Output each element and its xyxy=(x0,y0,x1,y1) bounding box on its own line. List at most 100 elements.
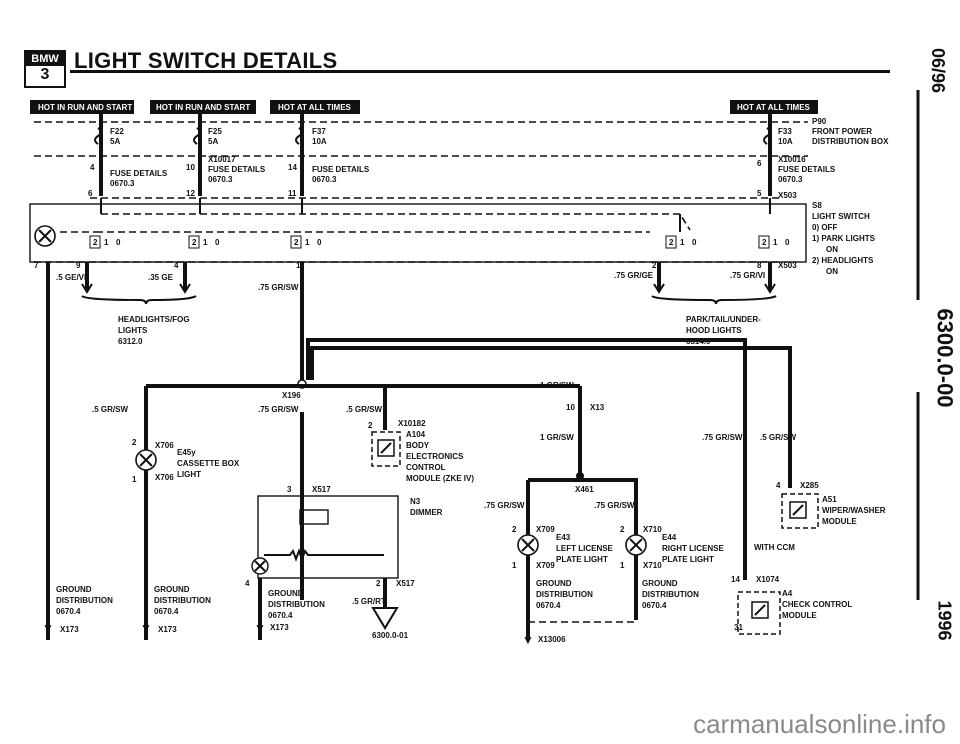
svg-text:X706: X706 xyxy=(155,473,174,482)
svg-text:0: 0 xyxy=(785,238,790,247)
hot-bar-2: HOT IN RUN AND START xyxy=(150,100,256,114)
svg-text:.75 GR/SW: .75 GR/SW xyxy=(484,501,525,510)
bmw-logo: BMW 3 xyxy=(24,50,66,88)
svg-text:X517: X517 xyxy=(396,579,415,588)
hot-bar-3: HOT AT ALL TIMES xyxy=(270,100,360,114)
svg-text:DISTRIBUTION: DISTRIBUTION xyxy=(268,600,325,609)
svg-text:E45y: E45y xyxy=(177,448,196,457)
switch-contacts: 2 1 0 2 1 0 2 1 0 2 1 0 2 1 0 xyxy=(89,235,790,249)
svg-text:9: 9 xyxy=(76,261,81,270)
svg-text:10: 10 xyxy=(186,163,195,172)
watermark: carmanualsonline.info xyxy=(693,709,946,739)
svg-text:0: 0 xyxy=(215,238,220,247)
svg-text:.75 GR/VI: .75 GR/VI xyxy=(730,271,765,280)
svg-text:.5 GR/SW: .5 GR/SW xyxy=(760,433,796,442)
svg-text:2: 2 xyxy=(376,579,381,588)
svg-text:X10016: X10016 xyxy=(778,155,806,164)
svg-text:HOT IN RUN AND START: HOT IN RUN AND START xyxy=(38,103,132,112)
svg-text:6: 6 xyxy=(88,189,93,198)
svg-text:F37: F37 xyxy=(312,127,326,136)
svg-text:2: 2 xyxy=(368,421,373,430)
svg-text:CHECK CONTROL: CHECK CONTROL xyxy=(782,600,852,609)
svg-text:5A: 5A xyxy=(208,137,218,146)
svg-text:2: 2 xyxy=(762,238,767,247)
page-title: LIGHT SWITCH DETAILS xyxy=(74,48,338,73)
svg-text:1: 1 xyxy=(104,238,109,247)
svg-text:X196: X196 xyxy=(282,391,301,400)
svg-text:2: 2 xyxy=(669,238,674,247)
svg-text:LIGHTS: LIGHTS xyxy=(118,326,148,335)
svg-text:1: 1 xyxy=(512,561,517,570)
svg-text:HOT IN RUN AND START: HOT IN RUN AND START xyxy=(156,103,250,112)
svg-text:.5 GE/VI: .5 GE/VI xyxy=(56,273,86,282)
svg-text:X461: X461 xyxy=(575,485,594,494)
svg-text:1: 1 xyxy=(132,475,137,484)
fuse-f25: F25 5A xyxy=(193,114,222,196)
svg-text:ELECTRONICS: ELECTRONICS xyxy=(406,452,464,461)
svg-text:X1074: X1074 xyxy=(756,575,780,584)
svg-text:A4: A4 xyxy=(782,589,793,598)
svg-text:4: 4 xyxy=(776,481,781,490)
svg-text:ON: ON xyxy=(826,267,838,276)
svg-text:0) OFF: 0) OFF xyxy=(812,223,837,232)
svg-text:X10017: X10017 xyxy=(208,155,236,164)
svg-text:GROUND: GROUND xyxy=(642,579,678,588)
svg-text:DISTRIBUTION: DISTRIBUTION xyxy=(536,590,593,599)
svg-text:6312.0: 6312.0 xyxy=(118,337,143,346)
svg-text:DISTRIBUTION: DISTRIBUTION xyxy=(56,596,113,605)
fuse-f22: F22 5A xyxy=(94,114,124,196)
svg-text:4: 4 xyxy=(174,261,179,270)
svg-text:▼: ▼ xyxy=(522,633,534,647)
svg-text:0: 0 xyxy=(692,238,697,247)
svg-text:2: 2 xyxy=(620,525,625,534)
svg-text:F33: F33 xyxy=(778,127,792,136)
svg-text:.75 GR/SW: .75 GR/SW xyxy=(594,501,635,510)
svg-text:1: 1 xyxy=(305,238,310,247)
svg-text:X709: X709 xyxy=(536,561,555,570)
svg-text:3: 3 xyxy=(287,485,292,494)
svg-text:MODULE (ZKE IV): MODULE (ZKE IV) xyxy=(406,474,474,483)
svg-text:2: 2 xyxy=(132,438,137,447)
svg-text:1: 1 xyxy=(203,238,208,247)
svg-text:5: 5 xyxy=(757,189,762,198)
svg-text:N3: N3 xyxy=(410,497,421,506)
svg-text:X517: X517 xyxy=(312,485,331,494)
svg-text:FUSE DETAILS: FUSE DETAILS xyxy=(312,165,370,174)
svg-text:X173: X173 xyxy=(158,625,177,634)
svg-text:F25: F25 xyxy=(208,127,222,136)
svg-text:GROUND: GROUND xyxy=(154,585,190,594)
svg-text:F22: F22 xyxy=(110,127,124,136)
svg-text:1: 1 xyxy=(296,261,301,270)
svg-text:6: 6 xyxy=(757,159,762,168)
svg-text:LIGHT SWITCH: LIGHT SWITCH xyxy=(812,212,870,221)
svg-text:1: 1 xyxy=(773,238,778,247)
svg-text:2: 2 xyxy=(652,261,657,270)
svg-text:CONTROL: CONTROL xyxy=(406,463,446,472)
fuse-f37: F37 10A xyxy=(295,114,327,196)
svg-text:0670.3: 0670.3 xyxy=(778,175,803,184)
svg-text:A51: A51 xyxy=(822,495,837,504)
svg-text:DISTRIBUTION: DISTRIBUTION xyxy=(642,590,699,599)
svg-text:11: 11 xyxy=(288,189,297,198)
svg-text:E44: E44 xyxy=(662,533,677,542)
svg-text:.5 GR/SW: .5 GR/SW xyxy=(346,405,382,414)
svg-text:HOT AT ALL TIMES: HOT AT ALL TIMES xyxy=(278,103,352,112)
svg-text:0670.4: 0670.4 xyxy=(268,611,293,620)
svg-text:PARK/TAIL/UNDER-: PARK/TAIL/UNDER- xyxy=(686,315,761,324)
svg-text:DISTRIBUTION: DISTRIBUTION xyxy=(154,596,211,605)
svg-text:HEADLIGHTS/FOG: HEADLIGHTS/FOG xyxy=(118,315,190,324)
svg-text:2: 2 xyxy=(294,238,299,247)
svg-text:5A: 5A xyxy=(110,137,120,146)
svg-text:X503: X503 xyxy=(778,261,797,270)
svg-text:FUSE DETAILS: FUSE DETAILS xyxy=(110,169,168,178)
svg-text:DIMMER: DIMMER xyxy=(410,508,443,517)
svg-text:0670.4: 0670.4 xyxy=(56,607,81,616)
svg-text:ON: ON xyxy=(826,245,838,254)
svg-text:.5 GR/SW: .5 GR/SW xyxy=(92,405,128,414)
svg-text:0670.4: 0670.4 xyxy=(154,607,179,616)
svg-text:2: 2 xyxy=(192,238,197,247)
svg-text:1: 1 xyxy=(680,238,685,247)
p90-label1: FRONT POWER xyxy=(812,127,872,136)
svg-text:.75 GR/GE: .75 GR/GE xyxy=(614,271,654,280)
